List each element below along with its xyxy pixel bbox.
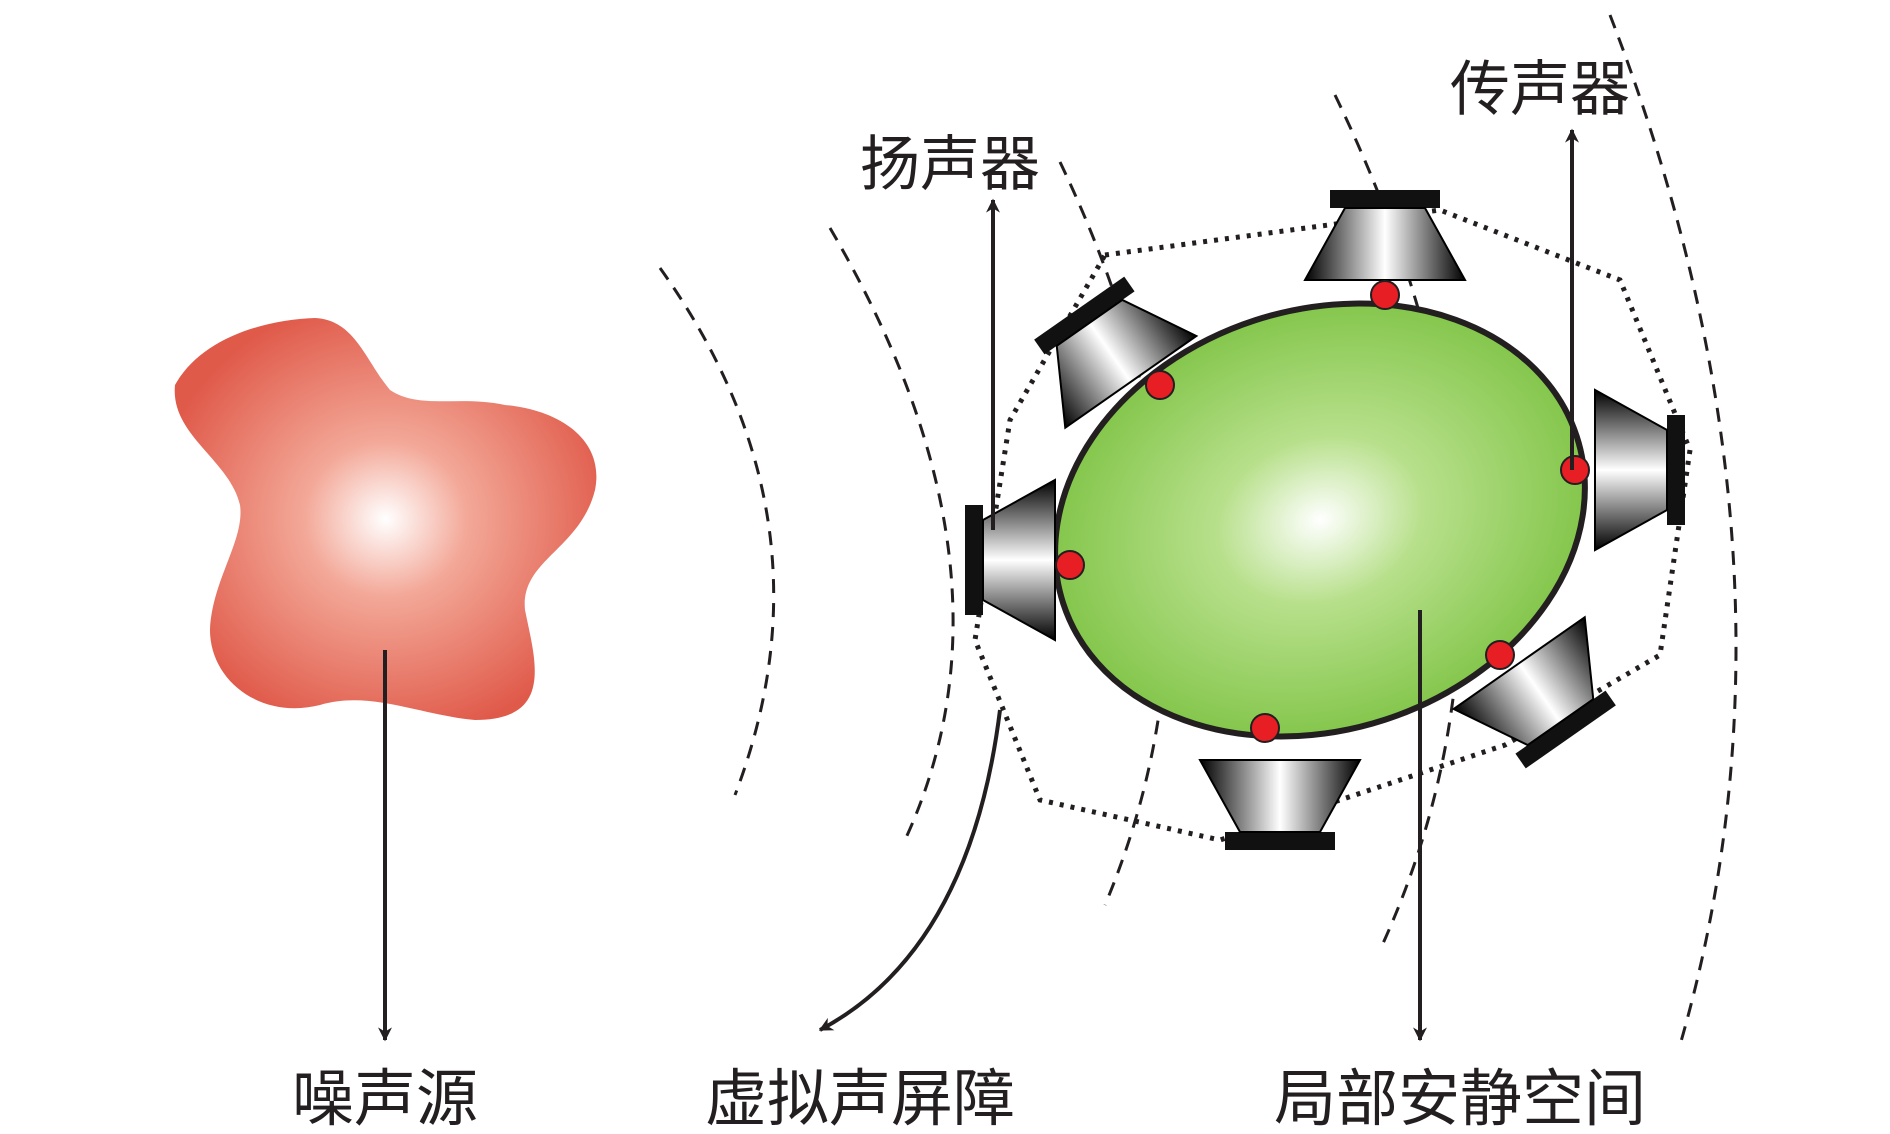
label-noise-source: 噪声源 xyxy=(292,1062,478,1134)
speaker-top xyxy=(1303,190,1467,281)
label-speaker: 扬声器 xyxy=(860,130,1040,200)
microphone-dot xyxy=(1485,640,1515,670)
microphone-dot xyxy=(1560,455,1590,485)
microphone-dot xyxy=(1250,713,1280,743)
label-quiet-zone: 局部安静空间 xyxy=(1274,1062,1646,1134)
microphone-array xyxy=(1055,280,1590,743)
noise-source-shape xyxy=(174,318,597,720)
label-microphone: 传声器 xyxy=(1450,55,1630,125)
microphone-dot xyxy=(1145,370,1175,400)
speaker-left xyxy=(965,478,1056,642)
microphone-dot xyxy=(1055,550,1085,580)
microphone-dot xyxy=(1370,280,1400,310)
speaker-right xyxy=(1594,388,1685,552)
arrow-virtual-barrier xyxy=(818,709,1002,1032)
label-virtual-barrier: 虚拟声屏障 xyxy=(705,1062,1015,1134)
quiet-zone-ellipse xyxy=(1052,300,1588,740)
speaker-upper-left xyxy=(1034,276,1199,430)
speaker-bottom xyxy=(1198,759,1362,850)
speaker-lower-right xyxy=(1451,615,1616,769)
arrows xyxy=(378,128,1579,1042)
speaker-array xyxy=(965,190,1685,850)
barrier-boundary xyxy=(972,207,1693,843)
